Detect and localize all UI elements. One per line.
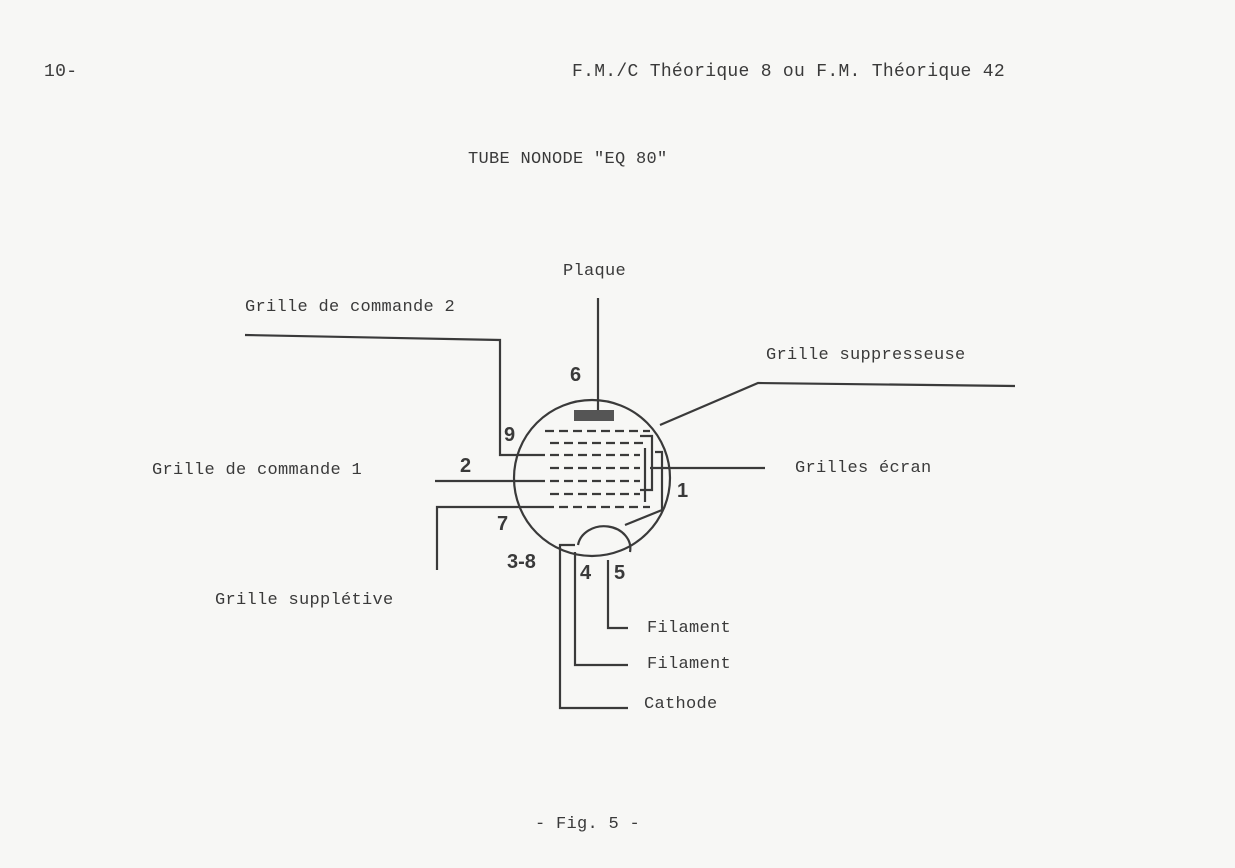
pin-9: 9 bbox=[504, 424, 515, 446]
filament-lead-2 bbox=[573, 552, 628, 667]
document-reference: F.M./C Théorique 8 ou F.M. Théorique 42 bbox=[572, 62, 1005, 82]
filament-lead-1 bbox=[606, 560, 628, 630]
figure-caption: - Fig. 5 - bbox=[535, 815, 641, 834]
plaque-electrode bbox=[574, 410, 614, 421]
grille-suppletive-lead bbox=[435, 505, 545, 570]
pin-6: 6 bbox=[570, 364, 581, 386]
tube-envelope bbox=[512, 398, 672, 558]
grid-electrodes bbox=[545, 429, 650, 509]
label-grille-suppresseuse: Grille suppresseuse bbox=[766, 346, 966, 365]
suppressor-connection bbox=[624, 450, 664, 527]
label-grille-commande-2: Grille de commande 2 bbox=[245, 298, 456, 317]
pin-2: 2 bbox=[460, 455, 471, 477]
pin-1: 1 bbox=[677, 480, 688, 502]
label-grilles-ecran: Grilles écran bbox=[795, 459, 932, 478]
grille-suppresseuse-lead bbox=[659, 381, 1016, 427]
label-cathode: Cathode bbox=[644, 695, 718, 714]
pin-5: 5 bbox=[614, 562, 625, 584]
cathode-lead bbox=[558, 543, 628, 710]
label-filament-2: Filament bbox=[647, 655, 732, 674]
label-filament-1: Filament bbox=[647, 619, 732, 638]
label-grille-suppletive: Grille supplétive bbox=[215, 591, 394, 610]
page-number: 10- bbox=[44, 62, 78, 82]
pin-3-8: 3-8 bbox=[507, 551, 536, 573]
grille-commande-2-lead bbox=[244, 333, 545, 457]
pin-4: 4 bbox=[580, 562, 592, 584]
label-plaque: Plaque bbox=[563, 262, 627, 281]
cathode-arc bbox=[576, 525, 632, 553]
pin-7: 7 bbox=[497, 513, 508, 535]
diagram-title: TUBE NONODE "EQ 80" bbox=[468, 150, 668, 169]
label-grille-commande-1: Grille de commande 1 bbox=[152, 461, 363, 480]
